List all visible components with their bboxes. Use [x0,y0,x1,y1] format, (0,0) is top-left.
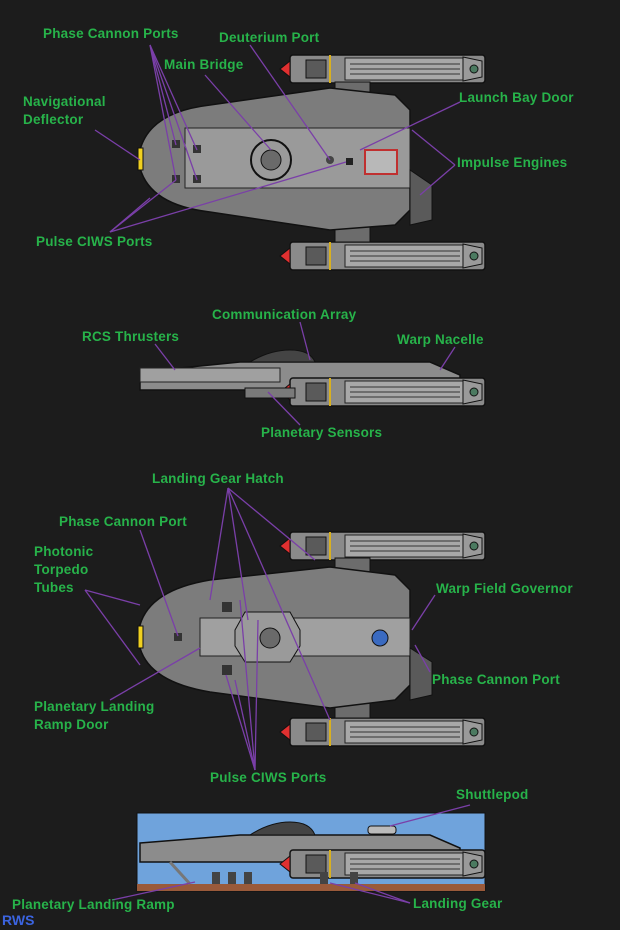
label-pulse-ciws-ports-top: Pulse CIWS Ports [36,234,153,249]
label-warp-nacelle: Warp Nacelle [397,332,484,347]
label-deuterium-port: Deuterium Port [219,30,320,45]
label-landing-gear: Landing Gear [413,896,503,911]
label-impulse-engines: Impulse Engines [457,155,568,170]
top-view [137,54,486,271]
label-communication-array: Communication Array [212,307,357,322]
label-pulse-ciws-ports-bottom: Pulse CIWS Ports [210,770,327,785]
label-planetary-landing-ramp-door: Planetary Landing Ramp Door [34,699,155,732]
label-phase-cannon-ports-top: Phase Cannon Ports [43,26,179,41]
label-phase-cannon-port-left: Phase Cannon Port [59,514,187,529]
label-launch-bay-door: Launch Bay Door [459,90,574,105]
label-shuttlepod: Shuttlepod [456,787,529,802]
landed-view [136,812,486,892]
label-phase-cannon-port-right: Phase Cannon Port [432,672,560,687]
label-planetary-landing-ramp: Planetary Landing Ramp [12,897,175,912]
leader-lines [84,44,471,904]
side-view [139,349,486,407]
label-planetary-sensors: Planetary Sensors [261,425,383,440]
label-main-bridge: Main Bridge [164,57,244,72]
label-navigational-deflector: Navigational Deflector [23,94,106,127]
label-rcs-thrusters: RCS Thrusters [82,329,180,344]
artist-signature: RWS [2,912,35,928]
label-landing-gear-hatch: Landing Gear Hatch [152,471,284,486]
label-photonic-torpedo-tubes: Photonic Torpedo Tubes [34,544,94,595]
label-warp-field-governor: Warp Field Governor [436,581,573,596]
bottom-view [137,531,486,747]
